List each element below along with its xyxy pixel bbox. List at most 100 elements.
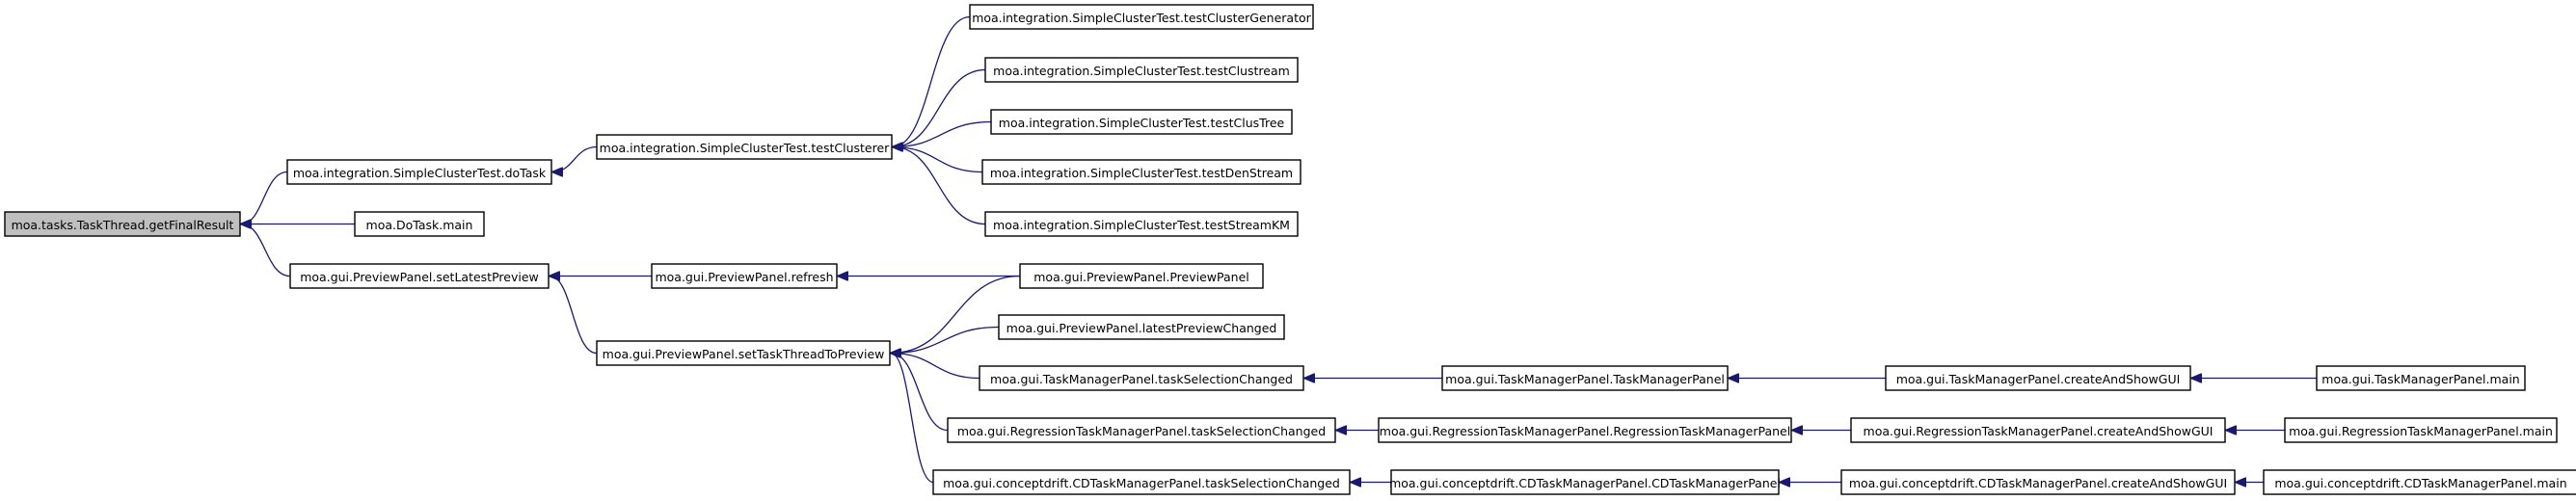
node-box bbox=[998, 314, 1285, 340]
node-test-cluster-generator[interactable]: moa.integration.SimpleClusterTest.testCl… bbox=[969, 4, 1314, 30]
edge-line bbox=[893, 68, 986, 147]
node-label: moa.gui.RegressionTaskManagerPanel.Regre… bbox=[1380, 424, 1790, 438]
node-box bbox=[984, 211, 1299, 237]
node-label: moa.DoTask.main bbox=[366, 218, 473, 232]
edge-line bbox=[241, 171, 288, 224]
node-label: moa.gui.RegressionTaskManagerPanel.creat… bbox=[1864, 424, 2214, 438]
node-tmp-task-sel[interactable]: moa.gui.TaskManagerPanel.taskSelectionCh… bbox=[979, 365, 1304, 391]
node-rtmp-create[interactable]: moa.gui.RegressionTaskManagerPanel.creat… bbox=[1850, 417, 2226, 443]
edge-line bbox=[893, 147, 986, 225]
node-box bbox=[1885, 365, 2191, 391]
node-test-stream-km[interactable]: moa.integration.SimpleClusterTest.testSt… bbox=[984, 211, 1299, 237]
node-label: moa.integration.SimpleClusterTest.doTask bbox=[293, 166, 547, 180]
edge-rtmp-task-sel-to-set-task-thread-to-preview bbox=[891, 354, 949, 432]
node-rtmp-task-sel[interactable]: moa.gui.RegressionTaskManagerPanel.taskS… bbox=[947, 417, 1336, 443]
node-label: moa.gui.RegressionTaskManagerPanel.taskS… bbox=[957, 424, 1326, 438]
node-box bbox=[4, 211, 241, 237]
node-label: moa.integration.SimpleClusterTest.testSt… bbox=[993, 218, 1290, 232]
node-do-task-main[interactable]: moa.DoTask.main bbox=[354, 211, 485, 237]
node-box bbox=[1390, 469, 1780, 495]
edge-set-latest-preview-to-get-final-result bbox=[241, 224, 291, 277]
node-test-clusterer[interactable]: moa.integration.SimpleClusterTest.testCl… bbox=[596, 134, 893, 160]
node-rtmp-main[interactable]: moa.gui.RegressionTaskManagerPanel.main bbox=[2284, 417, 2558, 443]
node-box bbox=[1441, 365, 1729, 391]
node-do-task[interactable]: moa.integration.SimpleClusterTest.doTask bbox=[286, 159, 552, 185]
node-rtmp-ctor[interactable]: moa.gui.RegressionTaskManagerPanel.Regre… bbox=[1378, 417, 1792, 443]
edge-line bbox=[891, 275, 1021, 354]
edge-cd-task-sel-to-set-task-thread-to-preview bbox=[891, 354, 934, 484]
node-label: moa.gui.TaskManagerPanel.main bbox=[2321, 372, 2519, 386]
node-cd-task-sel[interactable]: moa.gui.conceptdrift.CDTaskManagerPanel.… bbox=[932, 469, 1351, 495]
edge-test-clus-tree-to-test-clusterer bbox=[893, 120, 992, 147]
node-set-task-thread-to-preview[interactable]: moa.gui.PreviewPanel.setTaskThreadToPrev… bbox=[596, 340, 891, 366]
edge-line bbox=[891, 326, 1000, 354]
edge-line bbox=[893, 147, 983, 173]
edge-line bbox=[891, 354, 934, 484]
node-label: moa.tasks.TaskThread.getFinalResult bbox=[12, 218, 234, 232]
node-label: moa.gui.conceptdrift.CDTaskManagerPanel.… bbox=[1849, 476, 2227, 490]
node-label: moa.integration.SimpleClusterTest.testCl… bbox=[600, 141, 891, 155]
edge-tmp-task-sel-to-set-task-thread-to-preview bbox=[891, 354, 980, 380]
edge-test-cluster-generator-to-test-clusterer bbox=[893, 15, 971, 147]
node-box bbox=[289, 263, 550, 289]
node-box bbox=[1840, 469, 2236, 495]
node-tmp-ctor[interactable]: moa.gui.TaskManagerPanel.TaskManagerPane… bbox=[1441, 365, 1729, 391]
node-label: moa.gui.TaskManagerPanel.createAndShowGU… bbox=[1896, 372, 2181, 386]
node-cd-ctor[interactable]: moa.gui.conceptdrift.CDTaskManagerPanel.… bbox=[1389, 469, 1781, 495]
node-box bbox=[932, 469, 1351, 495]
node-box bbox=[1850, 417, 2226, 443]
node-box bbox=[596, 340, 891, 366]
node-box bbox=[596, 134, 893, 160]
node-box bbox=[286, 159, 552, 185]
node-cd-main[interactable]: moa.gui.conceptdrift.CDTaskManagerPanel.… bbox=[2263, 469, 2576, 495]
edge-line bbox=[893, 120, 992, 147]
edge-preview-panel-to-set-task-thread-to-preview bbox=[891, 275, 1021, 354]
node-label: moa.gui.conceptdrift.CDTaskManagerPanel.… bbox=[943, 476, 1340, 490]
node-label: moa.gui.TaskManagerPanel.taskSelectionCh… bbox=[990, 372, 1293, 386]
edge-test-den-stream-to-test-clusterer bbox=[893, 147, 983, 173]
node-latest-preview-changed[interactable]: moa.gui.PreviewPanel.latestPreviewChange… bbox=[998, 314, 1285, 340]
node-label: moa.gui.TaskManagerPanel.TaskManagerPane… bbox=[1445, 372, 1725, 386]
node-refresh[interactable]: moa.gui.PreviewPanel.refresh bbox=[651, 263, 838, 289]
edge-line bbox=[550, 277, 598, 355]
node-box bbox=[947, 417, 1336, 443]
node-label: moa.gui.RegressionTaskManagerPanel.main bbox=[2289, 424, 2553, 438]
node-tmp-main[interactable]: moa.gui.TaskManagerPanel.main bbox=[2316, 365, 2526, 391]
node-get-final-result[interactable]: moa.tasks.TaskThread.getFinalResult bbox=[4, 211, 241, 237]
edge-latest-preview-changed-to-set-task-thread-to-preview bbox=[891, 326, 1000, 354]
edge-test-clusterer-to-do-task bbox=[552, 145, 598, 172]
edge-line bbox=[891, 354, 980, 380]
node-test-den-stream[interactable]: moa.integration.SimpleClusterTest.testDe… bbox=[981, 159, 1301, 185]
node-label: moa.integration.SimpleClusterTest.testCl… bbox=[972, 11, 1311, 25]
node-box bbox=[984, 57, 1299, 83]
node-test-clus-tree[interactable]: moa.integration.SimpleClusterTest.testCl… bbox=[990, 109, 1293, 135]
node-preview-panel[interactable]: moa.gui.PreviewPanel.PreviewPanel bbox=[1019, 263, 1264, 289]
node-label: moa.gui.PreviewPanel.latestPreviewChange… bbox=[1006, 321, 1277, 335]
node-set-latest-preview[interactable]: moa.gui.PreviewPanel.setLatestPreview bbox=[289, 263, 550, 289]
node-label: moa.integration.SimpleClusterTest.testDe… bbox=[990, 166, 1293, 180]
node-label: moa.gui.PreviewPanel.refresh bbox=[655, 270, 833, 284]
node-label: moa.gui.PreviewPanel.PreviewPanel bbox=[1033, 270, 1249, 284]
node-label: moa.gui.conceptdrift.CDTaskManagerPanel.… bbox=[1389, 476, 1781, 490]
node-box bbox=[651, 263, 838, 289]
node-test-clustream[interactable]: moa.integration.SimpleClusterTest.testCl… bbox=[984, 57, 1299, 83]
node-label: moa.gui.PreviewPanel.setLatestPreview bbox=[300, 270, 539, 284]
edge-line bbox=[893, 15, 971, 147]
node-box bbox=[979, 365, 1304, 391]
node-box bbox=[969, 4, 1314, 30]
node-box bbox=[1378, 417, 1792, 443]
node-box bbox=[2263, 469, 2576, 495]
node-cd-create[interactable]: moa.gui.conceptdrift.CDTaskManagerPanel.… bbox=[1840, 469, 2236, 495]
edge-test-clustream-to-test-clusterer bbox=[893, 68, 986, 147]
node-label: moa.integration.SimpleClusterTest.testCl… bbox=[993, 64, 1290, 78]
edge-line bbox=[552, 145, 598, 172]
node-label: moa.integration.SimpleClusterTest.testCl… bbox=[999, 116, 1285, 130]
edge-test-stream-km-to-test-clusterer bbox=[893, 147, 986, 225]
node-label: moa.gui.PreviewPanel.setTaskThreadToPrev… bbox=[603, 347, 885, 361]
node-label: moa.gui.conceptdrift.CDTaskManagerPanel.… bbox=[2274, 476, 2566, 490]
edge-line bbox=[891, 354, 949, 432]
edge-line bbox=[241, 224, 291, 277]
node-box bbox=[2284, 417, 2558, 443]
node-tmp-create[interactable]: moa.gui.TaskManagerPanel.createAndShowGU… bbox=[1885, 365, 2191, 391]
